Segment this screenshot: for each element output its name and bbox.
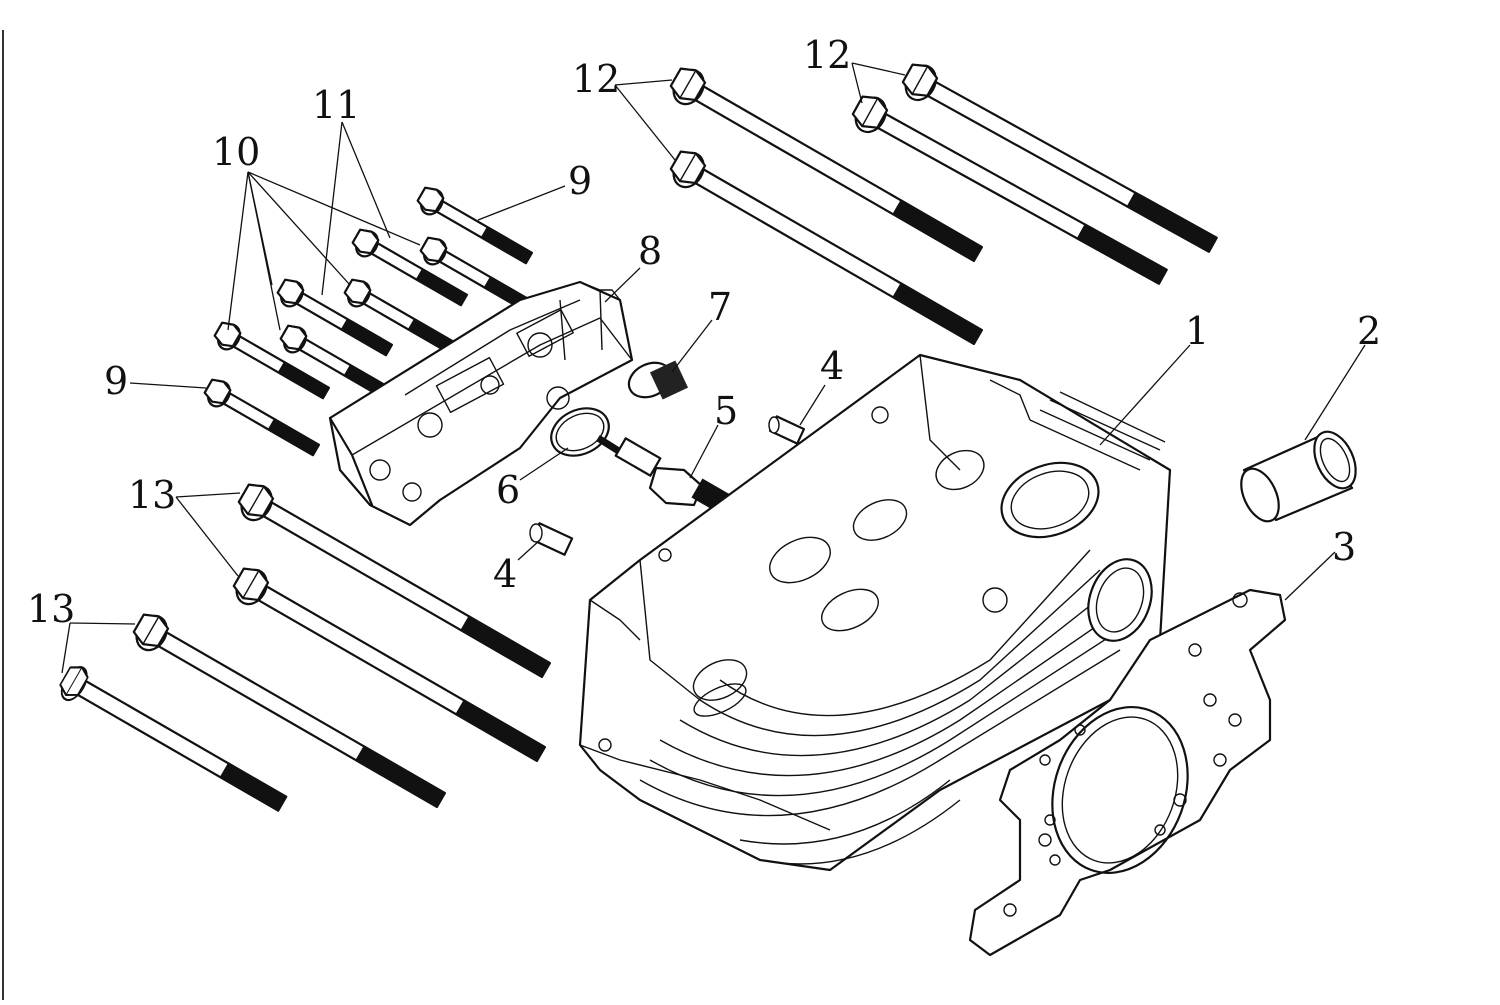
callout-5: 5 bbox=[714, 389, 739, 433]
plug-part-7 bbox=[627, 360, 689, 400]
head-gasket-part-3 bbox=[968, 588, 1287, 957]
callout-7: 7 bbox=[708, 285, 733, 329]
bolt-13-low-a bbox=[127, 608, 452, 817]
callout-6: 6 bbox=[496, 468, 521, 512]
callout-1: 1 bbox=[1185, 309, 1210, 353]
callout-3: 3 bbox=[1332, 525, 1357, 569]
bolt-9-left bbox=[200, 375, 324, 463]
o-ring-part-6 bbox=[550, 407, 610, 457]
dowel-pin-part-4-upper bbox=[768, 415, 806, 445]
callout-11: 11 bbox=[312, 83, 361, 127]
callout-13-top: 12 bbox=[803, 33, 852, 77]
rocker-cover-part-8 bbox=[328, 280, 634, 527]
callout-4-lower: 4 bbox=[493, 552, 518, 596]
tube-part-2 bbox=[1240, 430, 1357, 523]
callout-8: 8 bbox=[638, 229, 663, 273]
callout-12-top: 12 bbox=[572, 57, 621, 101]
callout-4-upper: 4 bbox=[820, 344, 845, 388]
callout-12-lower: 13 bbox=[128, 473, 177, 517]
callout-9-top: 9 bbox=[568, 159, 593, 203]
dowel-pin-part-4-lower bbox=[529, 522, 574, 556]
callout-2: 2 bbox=[1357, 309, 1382, 353]
callout-10: 10 bbox=[212, 130, 261, 174]
callout-13-lower: 13 bbox=[27, 587, 76, 631]
sensor-part-5 bbox=[596, 435, 741, 520]
leader-lines bbox=[61, 62, 1366, 674]
callout-9-left: 9 bbox=[104, 359, 129, 403]
